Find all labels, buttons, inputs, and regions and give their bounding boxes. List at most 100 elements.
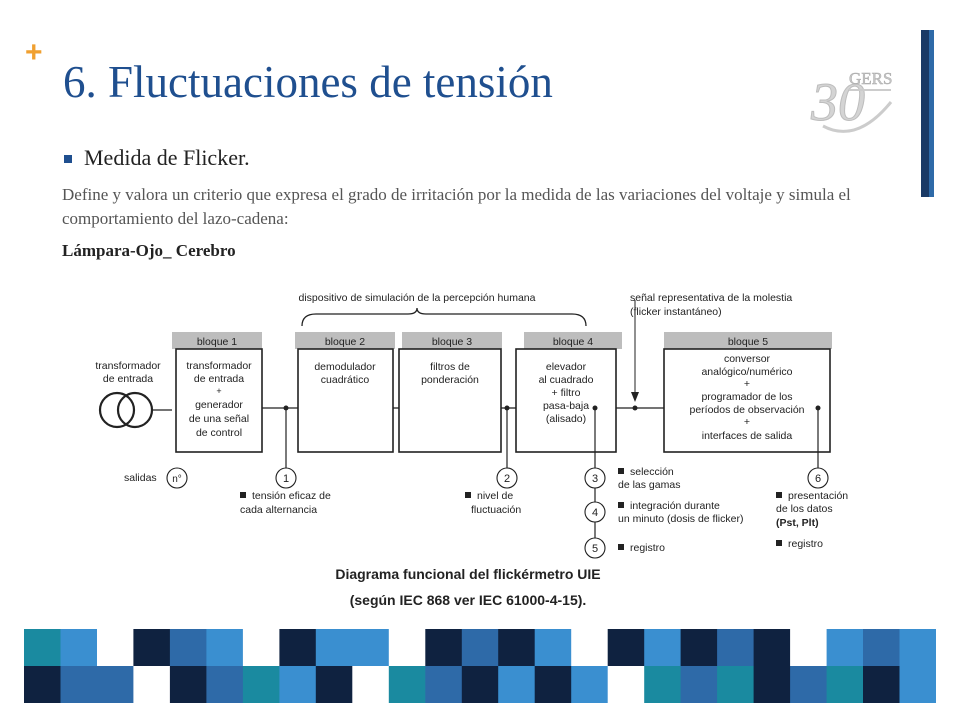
- svg-text:3: 3: [592, 473, 598, 485]
- block-3: [398, 348, 502, 453]
- description-text: Define y valora un criterio que expresa …: [62, 185, 851, 228]
- svg-text:6: 6: [815, 473, 821, 485]
- mosaic-tile: [24, 629, 61, 666]
- block-1-header: bloque 1: [197, 336, 237, 348]
- mosaic-tile: [169, 629, 207, 666]
- svg-text:ponderación: ponderación: [421, 374, 479, 386]
- mosaic-tile: [169, 666, 207, 703]
- svg-text:períodos de observación: períodos de observación: [690, 404, 805, 416]
- mosaic-tile: [826, 666, 864, 703]
- mosaic-tile: [717, 666, 755, 703]
- note-5: registro: [618, 542, 665, 554]
- mosaic-tile: [388, 666, 426, 703]
- svg-text:4: 4: [592, 507, 598, 519]
- mosaic-tile: [24, 666, 61, 703]
- block-4: [515, 348, 617, 453]
- mosaic-tile: [863, 666, 900, 703]
- top-brace: [301, 307, 587, 327]
- svg-text:cada alternancia: cada alternancia: [240, 504, 317, 516]
- slide-title: 6. Fluctuaciones de tensión: [63, 57, 553, 107]
- block-3-header: bloque 3: [432, 336, 472, 348]
- svg-text:transformador: transformador: [186, 360, 252, 372]
- mosaic-tile: [826, 629, 864, 666]
- mosaic-tile: [863, 629, 900, 666]
- bullet-text: Medida de Flicker.: [84, 145, 250, 170]
- svg-text:registro: registro: [630, 542, 665, 554]
- mosaic-tile: [753, 629, 791, 666]
- plus-accent-icon: +: [25, 36, 43, 69]
- svg-text:programador de los: programador de los: [701, 391, 792, 403]
- chain-text: Lámpara-Ojo_ Cerebro: [62, 241, 236, 260]
- mosaic-tile: [352, 666, 390, 703]
- svg-text:+: +: [216, 386, 221, 396]
- mosaic-tile: [680, 629, 718, 666]
- mosaic-tile: [206, 629, 244, 666]
- mosaic-tile: [425, 629, 463, 666]
- svg-text:selección: selección: [630, 466, 674, 478]
- block-2: [297, 348, 394, 453]
- mosaic-tile: [279, 629, 317, 666]
- node-5: 5: [584, 537, 606, 559]
- node-1: 1: [275, 467, 297, 489]
- svg-text:de una señal: de una señal: [189, 413, 249, 425]
- svg-text:5: 5: [592, 543, 598, 555]
- mosaic-tile: [461, 666, 499, 703]
- mosaic-tile: [315, 666, 353, 703]
- mosaic-tile: [607, 666, 645, 703]
- svg-text:(Pst, Plt): (Pst, Plt): [776, 517, 819, 529]
- block-5: [663, 348, 831, 453]
- mosaic-tile: [60, 666, 98, 703]
- svg-text:30: 30: [810, 72, 865, 132]
- mosaic-tile: [242, 629, 280, 666]
- mosaic-tile: [352, 629, 390, 666]
- mosaic-tile: [790, 666, 828, 703]
- node-6: 6: [807, 467, 829, 489]
- mosaic-tile: [425, 666, 463, 703]
- note-2: nivel de fluctuación: [465, 490, 521, 516]
- svg-text:filtros de: filtros de: [430, 361, 470, 373]
- block-1: [175, 348, 263, 453]
- mosaic-tile: [97, 629, 134, 666]
- mosaic-tile: [571, 629, 609, 666]
- outputs-label: salidas: [124, 472, 157, 484]
- note-3: selección de las gamas: [618, 466, 680, 491]
- svg-text:pasa-baja: pasa-baja: [543, 400, 589, 412]
- svg-text:conversor: conversor: [724, 353, 771, 365]
- note-1: tensión eficaz de cada alternancia: [240, 490, 331, 516]
- block-4-header: bloque 4: [553, 336, 593, 348]
- svg-text:generador: generador: [195, 399, 243, 411]
- svg-text:demodulador: demodulador: [314, 361, 376, 373]
- flickermeter-diagram: dispositivo de simulación de la percepci…: [95, 292, 848, 559]
- right-accent-bar: [921, 30, 934, 197]
- mosaic-tile: [753, 666, 791, 703]
- note-4: integración durante un minuto (dosis de …: [618, 500, 743, 525]
- svg-text:2: 2: [504, 473, 510, 485]
- diagram-caption-title: Diagrama funcional del flickérmetro UIE: [335, 566, 601, 582]
- mosaic-tile: [680, 666, 718, 703]
- mosaic-tile: [279, 666, 317, 703]
- svg-text:de control: de control: [196, 427, 242, 439]
- outputs-symbol-node: [166, 467, 188, 489]
- svg-text:interfaces de salida: interfaces de salida: [702, 430, 793, 442]
- transformer-icon: [98, 391, 154, 429]
- input-label-2: de entrada: [103, 373, 153, 385]
- mosaic-tile: [388, 629, 426, 666]
- bullet-item: Medida de Flicker.: [64, 145, 250, 171]
- svg-text:registro: registro: [788, 538, 823, 550]
- mosaic-tile: [498, 629, 536, 666]
- svg-text:tensión eficaz de: tensión eficaz de: [252, 490, 331, 502]
- mosaic-tile: [899, 629, 936, 666]
- svg-text:(alisado): (alisado): [546, 413, 586, 425]
- svg-text:elevador: elevador: [546, 361, 587, 373]
- svg-text:de los datos: de los datos: [776, 503, 833, 515]
- mosaic-tile: [242, 666, 280, 703]
- mosaic-tile: [60, 629, 98, 666]
- svg-text:de las gamas: de las gamas: [618, 479, 680, 491]
- mosaic-tile: [133, 629, 171, 666]
- decorative-mosaic-footer: [24, 629, 936, 703]
- mosaic-tile: [607, 629, 645, 666]
- signal-label: señal representativa de la molestia: [630, 292, 792, 304]
- node-2: 2: [496, 467, 518, 489]
- mosaic-tile: [206, 666, 244, 703]
- mosaic-tile: [461, 629, 499, 666]
